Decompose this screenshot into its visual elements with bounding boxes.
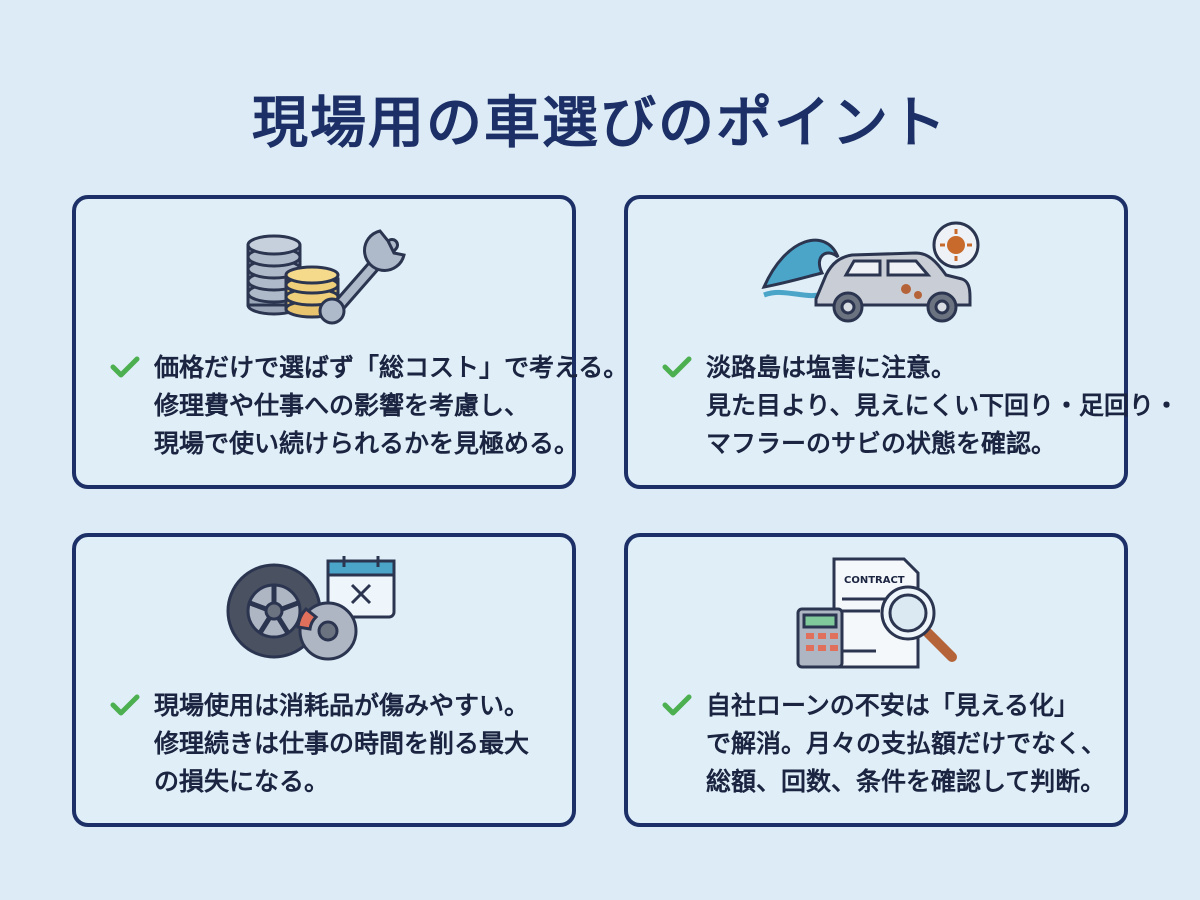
card-line: 見た目より、見えにくい下回り・足回り・: [706, 391, 1180, 420]
card-line: 修理続きは仕事の時間を削る最大: [154, 729, 530, 758]
page-title: 現場用の車選びのポイント: [252, 91, 948, 156]
card-line: 現場使用は消耗品が傷みやすい。: [154, 691, 530, 720]
card-line: 現場で使い続けられるかを見極める。: [154, 429, 580, 458]
card-in-house-loan: CONTRACT 自社ローンの不安は「見える化」 で解消。月々の支払額だけでなく…: [624, 533, 1128, 827]
card-line: 価格だけで選ばず「総コスト」で考える。: [154, 353, 629, 382]
wave-rusty-car-icon: [628, 217, 1124, 339]
card-line: 総額、回数、条件を確認して判断。: [706, 767, 1106, 796]
card-line: 自社ローンの不安は「見える化」: [706, 691, 1080, 720]
tire-brake-calendar-icon: [76, 555, 572, 677]
check-icon: [110, 356, 140, 378]
card-line: 修理費や仕事への影響を考慮し、: [154, 391, 530, 420]
card-line: で解消。月々の支払額だけでなく、: [706, 729, 1107, 758]
card-line: 淡路島は塩害に注意。: [706, 353, 957, 382]
check-icon: [662, 356, 692, 378]
card-line: の損失になる。: [154, 767, 330, 796]
contract-calculator-magnifier-icon: CONTRACT: [628, 555, 1124, 677]
contract-label: CONTRACT: [844, 575, 905, 586]
check-icon: [110, 694, 140, 716]
check-icon: [662, 694, 692, 716]
card-line: マフラーのサビの状態を確認。: [706, 429, 1057, 458]
card-consumables: 現場使用は消耗品が傷みやすい。 修理続きは仕事の時間を削る最大 の損失になる。: [72, 533, 576, 827]
card-salt-damage: 淡路島は塩害に注意。 見た目より、見えにくい下回り・足回り・ マフラーのサビの状…: [624, 195, 1180, 489]
card-total-cost: 価格だけで選ばず「総コスト」で考える。 修理費や仕事への影響を考慮し、 現場で使…: [72, 195, 629, 489]
coins-and-wrench-icon: [76, 217, 572, 339]
